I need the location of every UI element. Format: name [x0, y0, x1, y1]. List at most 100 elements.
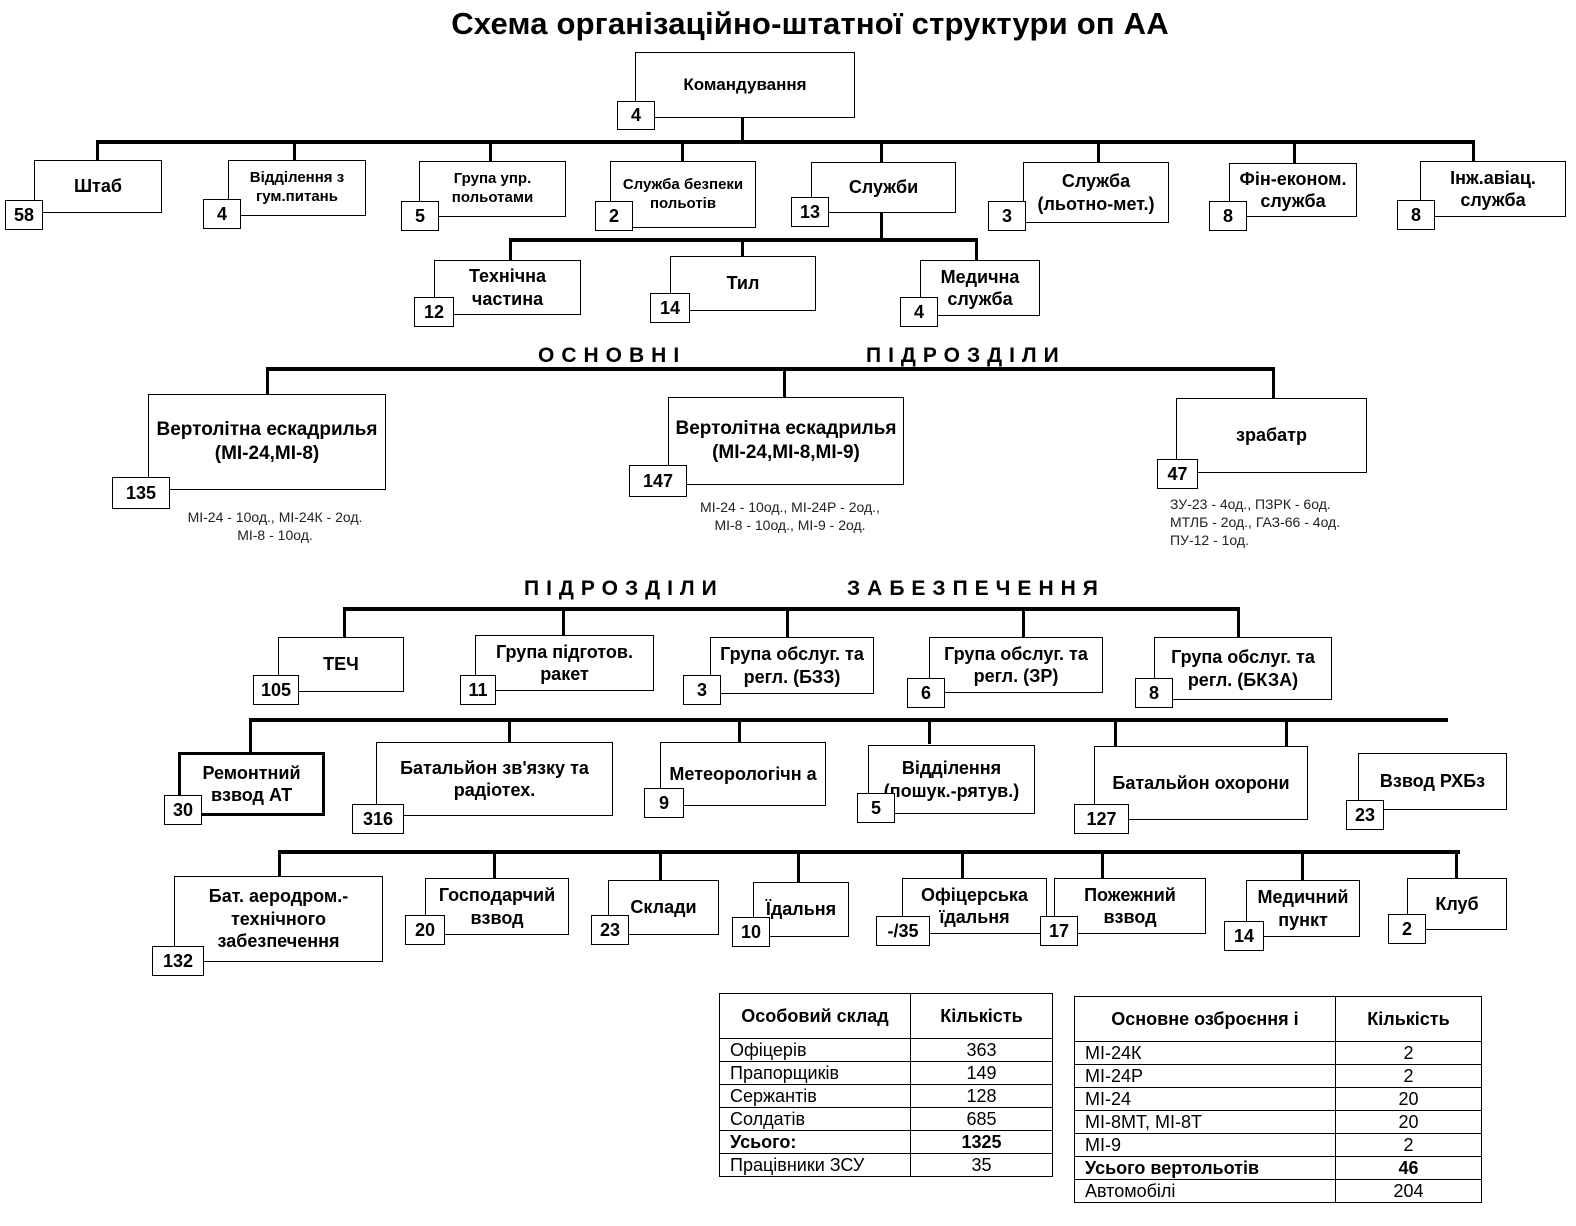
node-count: 10 [732, 917, 770, 947]
row-value: 20 [1335, 1110, 1482, 1134]
node-count: 5 [401, 201, 439, 231]
node-label: Штаб [73, 176, 123, 197]
diagram-title: Схема організаційно-штатної структури оп… [451, 6, 1169, 41]
row-label: МІ-24К [1074, 1041, 1336, 1065]
node-count: 8 [1397, 200, 1435, 230]
column-header: Основне озброєння і [1074, 996, 1336, 1042]
node-label: Група обслуг. та регл. (БКЗА) [1171, 647, 1315, 690]
node-label: Група обслуг. та регл. (БЗЗ) [720, 644, 864, 687]
node-technical: Технічна частина [434, 260, 581, 315]
row-value: 2 [1335, 1041, 1482, 1065]
connector [1272, 367, 1275, 399]
connector-bus [249, 718, 1448, 722]
node-count: 4 [617, 101, 655, 130]
connector [961, 850, 964, 878]
connector-bus [343, 607, 1240, 611]
node-count: 30 [164, 795, 202, 825]
node-humanitarian: Відділення з гум.питань [228, 160, 366, 216]
node-rear: Тил [670, 256, 816, 311]
connector [1097, 140, 1100, 164]
row-value: 2 [1335, 1133, 1482, 1157]
row-value: 20 [1335, 1087, 1482, 1111]
node-count: 5 [857, 793, 895, 823]
connector [797, 850, 800, 882]
connector-bus [266, 367, 1275, 371]
node-label: Відділення (пошук.-рятув.) [883, 758, 1020, 801]
node-anti-aircraft-battery: зрабатр [1176, 398, 1367, 473]
connector [659, 850, 662, 880]
row-value: 149 [910, 1061, 1053, 1085]
row-label: Солдатів [719, 1107, 911, 1131]
node-service-bzz: Група обслуг. та регл. (БЗЗ) [710, 637, 874, 694]
connector [1114, 718, 1117, 746]
node-count: 8 [1135, 678, 1173, 708]
node-count: -/35 [876, 916, 930, 946]
connector-bus [96, 140, 1474, 144]
node-label: Офіцерська їдальня [921, 884, 1028, 928]
node-count: 12 [414, 297, 454, 327]
column-header: Кількість [910, 993, 1053, 1039]
connector [266, 367, 269, 395]
table-row-total: Усього:1325 [719, 1130, 1053, 1154]
node-count: 58 [5, 200, 43, 230]
connector [741, 238, 744, 256]
node-count: 9 [644, 788, 684, 818]
node-signal-battalion: Батальйон зв'язку та радіотех. [376, 742, 613, 816]
node-airfield-battalion: Бат. аеродром.- технічного забезпечення [174, 876, 383, 962]
connector [975, 238, 978, 260]
equipment-note: ЗУ-23 - 4од., ПЗРК - 6од. МТЛБ - 2од., Г… [1170, 496, 1341, 549]
node-label: Служба (льотно-мет.) [1037, 171, 1155, 214]
node-label: Медична служба [940, 266, 1020, 310]
node-search-rescue: Відділення (пошук.-рятув.) [868, 745, 1035, 814]
node-count: 23 [591, 915, 629, 945]
node-label: зрабатр [1236, 425, 1307, 446]
node-services: Служби [811, 162, 956, 213]
connector [741, 118, 744, 142]
node-flight-control: Група упр. польотами [419, 161, 566, 217]
node-guard-battalion: Батальйон охорони [1094, 746, 1308, 820]
connector [928, 718, 931, 744]
connector [681, 140, 684, 162]
node-label: Відділення з гум.питань [249, 169, 345, 205]
section-heading-main-right: ПІДРОЗДІЛИ [866, 344, 1066, 367]
connector [880, 212, 883, 240]
connector [1285, 718, 1288, 752]
node-count: 316 [352, 804, 404, 834]
connector [489, 140, 492, 162]
node-club: Клуб [1407, 878, 1507, 930]
node-helicopter-squadron-1: Вертолітна ескадрилья (МІ-24,МІ-8) [148, 394, 386, 490]
connector [493, 850, 496, 878]
node-label: ТЕЧ [323, 654, 359, 675]
row-value: 2 [1335, 1064, 1482, 1088]
table-header-row: Основне озброєння і Кількість [1074, 996, 1482, 1042]
node-label: Склади [630, 897, 697, 918]
section-heading-support-left: ПІДРОЗДІЛИ [524, 577, 724, 600]
node-command: Командування [635, 52, 855, 118]
node-label: Пожежний взвод [1084, 884, 1176, 928]
node-count: 11 [460, 675, 496, 705]
node-count: 8 [1209, 201, 1247, 231]
row-value: 46 [1335, 1156, 1482, 1180]
node-count: 132 [152, 946, 204, 976]
node-service-zr: Група обслуг. та регл. (ЗР) [929, 637, 1103, 693]
node-household-platoon: Господарчий взвод [425, 878, 569, 935]
node-label: Служба безпеки польотів [622, 175, 744, 212]
row-label: МІ-8МТ, МІ-8Т [1074, 1110, 1336, 1134]
node-count: 135 [112, 477, 170, 509]
node-label: Тил [726, 273, 760, 294]
connector [508, 718, 511, 742]
node-count: 4 [900, 297, 938, 327]
row-label: Сержантів [719, 1084, 911, 1108]
connector [1472, 140, 1475, 162]
row-value: 1325 [910, 1130, 1053, 1154]
node-label: Медичний пункт [1257, 887, 1349, 930]
node-label: Метеорологічн а [669, 763, 817, 784]
node-label: Командування [683, 75, 807, 95]
row-label: МІ-9 [1074, 1133, 1336, 1157]
node-service-bkza: Група обслуг. та регл. (БКЗА) [1154, 637, 1332, 700]
node-count: 14 [650, 293, 690, 323]
